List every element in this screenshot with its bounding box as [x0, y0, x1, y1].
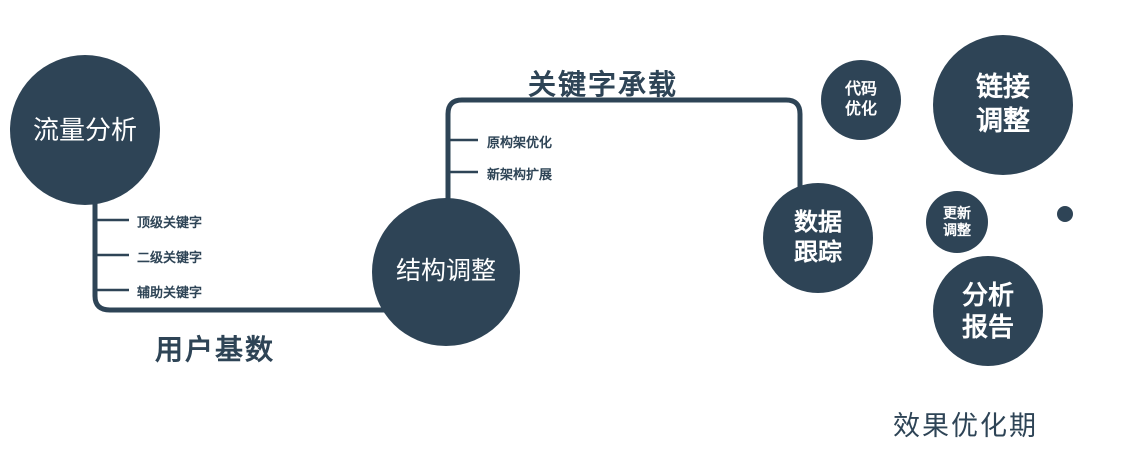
node-structure-adjustment: 结构调整 [372, 198, 520, 346]
node-update-adjustment: 更新 调整 [926, 191, 988, 253]
branch-label-second-keywords: 二级关键字 [137, 250, 203, 265]
node-analysis-report: 分析 报告 [933, 256, 1043, 366]
node-data-tracking-line1: 数据 [794, 209, 842, 236]
node-code-optimization: 代码 优化 [821, 60, 901, 140]
edge-structure-to-tracking [445, 97, 803, 218]
branch-label-top-keywords: 顶级关键字 [137, 215, 203, 230]
caption-effect-optimization: 效果优化期 [893, 411, 1038, 441]
node-data-tracking-line2: 跟踪 [794, 239, 842, 266]
node-data-tracking: 数据 跟踪 [763, 183, 873, 293]
node-code-optimization-line2: 优化 [844, 101, 877, 118]
node-analysis-report-line2: 报告 [961, 312, 1014, 342]
node-link-adjustment: 链接 调整 [933, 35, 1073, 175]
node-update-adjustment-line2: 调整 [943, 222, 971, 238]
node-traffic-analysis-label: 流量分析 [32, 114, 137, 145]
node-link-adjustment-line1: 链接 [976, 72, 1030, 103]
node-update-adjustment-line1: 更新 [943, 204, 971, 221]
node-structure-adjustment-label: 结构调整 [395, 257, 496, 286]
edge-traffic-to-structure [92, 172, 408, 313]
branch-label-original-arch: 原构架优化 [487, 135, 553, 150]
branch-label-new-arch: 新架构扩展 [487, 167, 553, 182]
branch-label-aux-keywords: 辅助关键字 [137, 285, 203, 300]
dot-marker [1057, 206, 1073, 222]
node-code-optimization-line1: 代码 [844, 81, 877, 98]
node-analysis-report-line1: 分析 [961, 279, 1014, 310]
node-link-adjustment-line2: 调整 [976, 106, 1030, 136]
node-traffic-analysis: 流量分析 [10, 55, 160, 205]
edge-label-keyword-bearing: 关键字承载 [528, 69, 679, 100]
edge-label-user-base: 用户基数 [155, 334, 276, 365]
